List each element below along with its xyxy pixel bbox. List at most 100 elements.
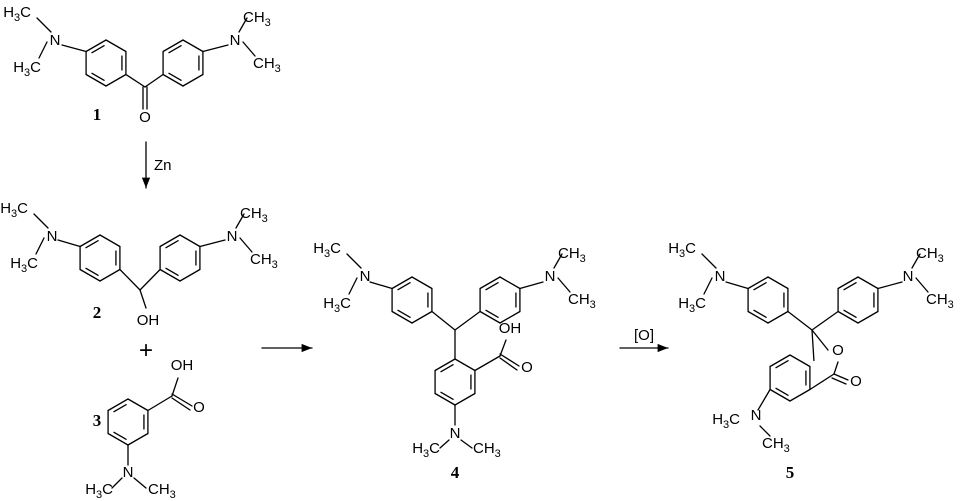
ring-bond: [182, 73, 204, 87]
n-methyl-bond: [915, 277, 929, 293]
ring-bond: [454, 392, 476, 406]
ring-bond: [837, 310, 859, 324]
c-oh-bond: [171, 377, 179, 397]
n-methyl-bond: [38, 41, 48, 59]
ring-double-bond: [397, 309, 411, 318]
aryl-spiro-bond: [787, 310, 813, 331]
nitrogen-label: N: [545, 268, 556, 285]
compound-2: OH2: [57, 234, 226, 329]
ring-bond: [747, 310, 769, 324]
n-methyl-bond: [553, 253, 563, 269]
oxygen-label: O: [521, 359, 533, 376]
c-oh-bond: [139, 289, 147, 309]
ring-double-bond: [843, 282, 857, 291]
ring-double-bond: [168, 72, 182, 81]
ring-bond: [162, 39, 184, 53]
ring-bond: [767, 276, 789, 290]
ring-bond: [769, 354, 791, 368]
methyl-ch3-label: CH3: [148, 481, 176, 501]
benzene-ring-lower: [434, 358, 476, 406]
c-o-bond: [811, 329, 829, 351]
methyl-h3c-label: H3C: [3, 4, 31, 24]
aryl-carbonyl-bond: [125, 73, 146, 88]
ring-bond: [159, 234, 181, 248]
n-methyl-bond: [111, 477, 123, 489]
ring-bond: [767, 310, 789, 324]
ring-bond: [857, 310, 879, 324]
hydroxyl-label: OH: [137, 312, 160, 329]
nitrogen-label: N: [50, 32, 61, 49]
methyl-ch3-label: CH3: [243, 9, 271, 29]
c-o-double-bond: [171, 393, 193, 407]
ring-double-bond: [485, 309, 499, 318]
c-o-double-bond: [833, 373, 849, 381]
aryl-n-bond: [725, 281, 749, 290]
ring-bond: [179, 234, 201, 248]
methyl-ch3-label: CH3: [558, 245, 586, 265]
aryl-n-bond: [57, 239, 81, 248]
oxygen-label: O: [850, 373, 862, 390]
ring-double-bond: [753, 309, 767, 318]
ring-bond: [434, 358, 456, 372]
ring-bond: [79, 268, 101, 282]
o-c-bond: [833, 361, 839, 375]
c-oh-bond: [499, 339, 507, 357]
carbonyl-ring-bond: [809, 373, 835, 391]
methyl-h3c-label: H3C: [0, 200, 28, 220]
benzene-ring-fused: [769, 354, 811, 402]
ring-bond: [837, 276, 859, 290]
aryl-carbonyl-bond: [144, 73, 164, 88]
ring-double-bond: [485, 282, 499, 291]
c-o-double-bond: [171, 397, 191, 411]
nitrogen-label: N: [903, 268, 914, 285]
plus-sign: +: [139, 337, 153, 364]
n-methyl-bond: [348, 277, 358, 295]
c-o-double-bond: [499, 357, 518, 371]
aryl-methine-bond: [431, 310, 456, 331]
aryl-n-bond: [757, 388, 771, 411]
methyl-ch3-label: CH3: [568, 291, 596, 311]
aryl-n-bond: [61, 44, 87, 53]
ring-bond: [391, 310, 413, 324]
methyl-h3c-label: H3C: [10, 255, 38, 275]
n-methyl-bond: [557, 277, 571, 293]
n-methyl-bond: [439, 439, 450, 449]
n-methyl-bond: [346, 253, 362, 269]
aryl-n-bond: [519, 281, 544, 290]
ring-bond: [99, 268, 121, 282]
c-o-double-bond: [831, 377, 847, 385]
methyl-ch3-label: CH3: [253, 55, 281, 75]
nitrogen-label: N: [227, 228, 238, 245]
benzene-ring-left: [79, 234, 121, 282]
ring-bond: [479, 276, 501, 290]
oxygen-label: O: [139, 109, 151, 126]
n-methyl-bond: [36, 17, 52, 33]
c-o-double-bond: [499, 353, 520, 367]
n-methyl-bond: [238, 17, 248, 33]
ring-bond: [499, 276, 521, 290]
methyl-h3c-label: H3C: [85, 481, 113, 501]
n-methyl-bond: [460, 439, 473, 449]
n-methyl-bond: [242, 41, 256, 57]
hydroxyl-label: OH: [499, 320, 522, 337]
ring-double-bond: [775, 360, 789, 369]
ring-bond: [85, 73, 107, 87]
ring-bond: [179, 268, 201, 282]
reagent-zn: Zn: [154, 157, 172, 174]
aryl-spiro-bond: [811, 310, 839, 331]
ring-bond: [857, 276, 879, 290]
aryl-n-bond: [202, 44, 229, 53]
ring-bond: [769, 388, 791, 402]
aryl-n-bond: [369, 281, 393, 290]
n-methyl-bond: [35, 237, 45, 255]
ring-bond: [79, 234, 101, 248]
